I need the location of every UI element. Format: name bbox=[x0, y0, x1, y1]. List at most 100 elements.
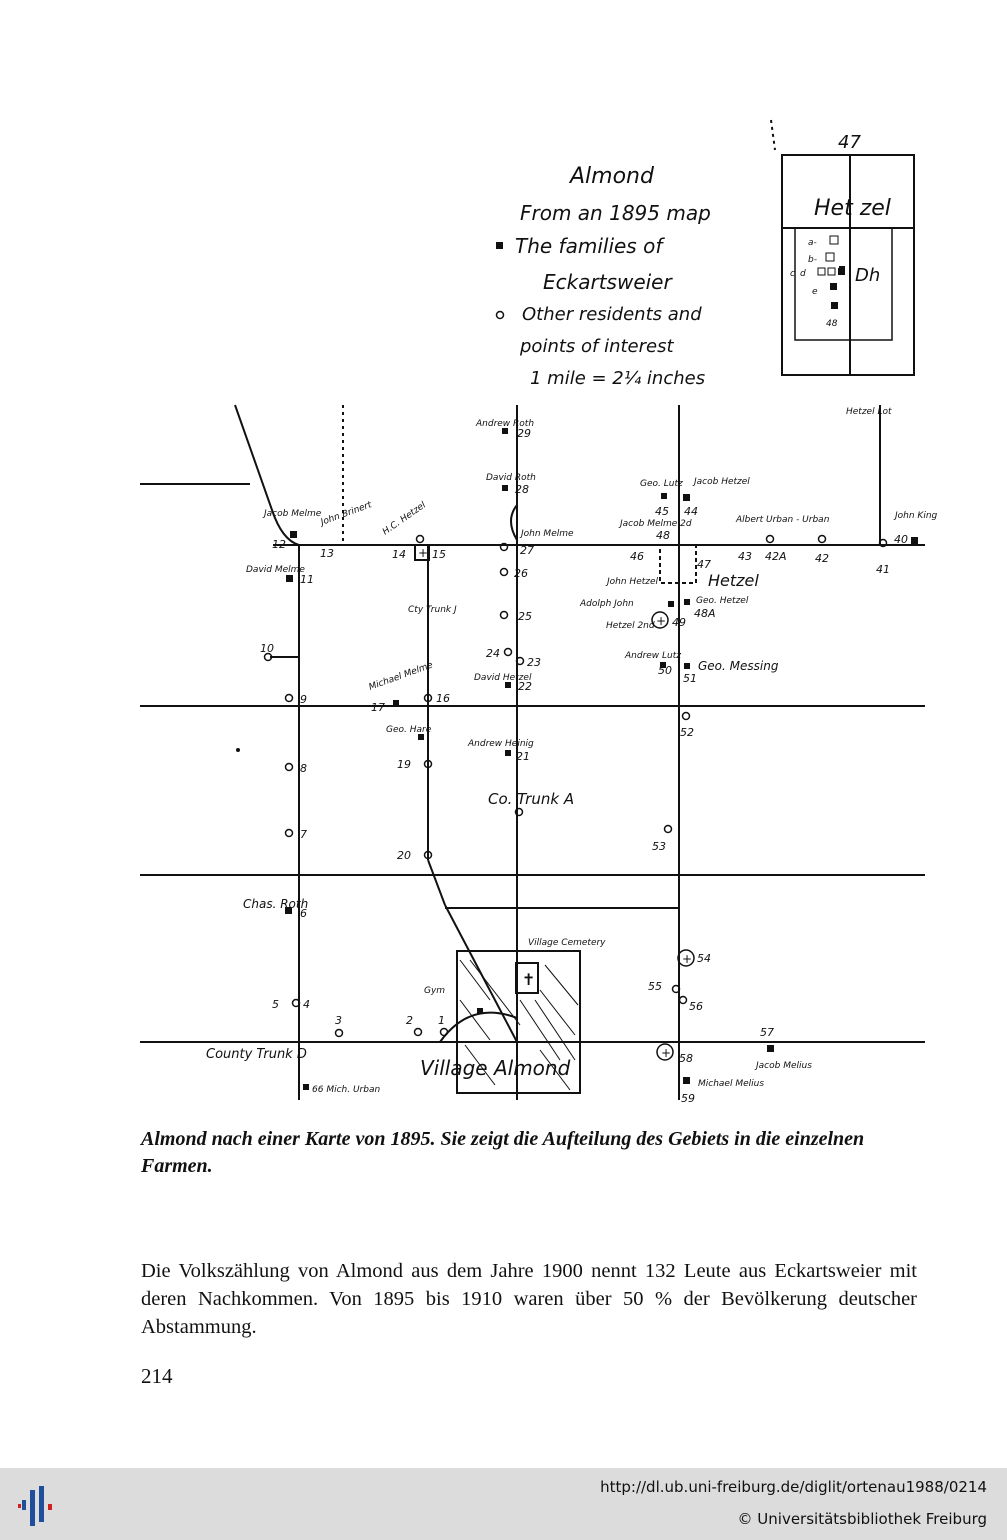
label-geo-hetzel: Geo. Hetzel bbox=[696, 596, 749, 606]
label-hc-hetzel: H.C. Hetzel bbox=[381, 500, 428, 537]
plot-number: 55 bbox=[648, 980, 662, 993]
label-village-almond: Village Almond bbox=[420, 1056, 571, 1080]
label-hetzel-lot: Hetzel Lot bbox=[846, 407, 892, 417]
plot-number: 15 bbox=[432, 548, 446, 561]
label-cty-trunk-j: Cty Trunk J bbox=[408, 605, 457, 615]
legend-other: Other residents and bbox=[522, 304, 702, 325]
footer-bar: http://dl.ub.uni-freiburg.de/diglit/orte… bbox=[0, 1468, 1007, 1540]
label-co-trunk-a: Co. Trunk A bbox=[488, 790, 574, 808]
plot-number: 49 bbox=[672, 616, 686, 629]
label-county-trunk-d: County Trunk D bbox=[206, 1047, 307, 1062]
inset-dh: Dh bbox=[855, 265, 880, 286]
plot-number: 21 bbox=[516, 750, 530, 763]
label-albert-urban: Albert Urban - Urban bbox=[735, 515, 830, 525]
plot-number: 53 bbox=[652, 840, 666, 853]
label-gym: Gym bbox=[424, 986, 445, 996]
label-michael-melius: Michael Melius bbox=[698, 1079, 764, 1089]
inset-e: e bbox=[812, 287, 818, 297]
plot-number: 47 bbox=[697, 558, 711, 571]
library-logo-icon bbox=[18, 1486, 52, 1526]
inset-c: c bbox=[790, 269, 795, 279]
label-david-roth: David Roth bbox=[486, 473, 536, 483]
plot-number: 57 bbox=[760, 1026, 774, 1039]
label-david-melme: David Melme bbox=[246, 565, 305, 575]
plot-number: 12 bbox=[272, 538, 286, 551]
plot-number: 4 bbox=[303, 998, 310, 1011]
plot-number: 48A bbox=[694, 607, 716, 620]
label-jacob-melius: Jacob Melius bbox=[754, 1061, 812, 1071]
label-geo-lutz: Geo. Lutz bbox=[640, 479, 683, 489]
label-hetzel: Hetzel bbox=[708, 571, 759, 590]
plot-number: 59 bbox=[681, 1092, 695, 1105]
plot-number: 51 bbox=[683, 672, 697, 685]
plot-number: 46 bbox=[630, 550, 644, 563]
label-andrew-heinig: Andrew Heinig bbox=[467, 739, 534, 749]
plot-number: 8 bbox=[300, 762, 307, 775]
label-john-king: John King bbox=[893, 511, 938, 521]
plot-number: 50 bbox=[658, 664, 672, 677]
svg-text:+: + bbox=[682, 952, 692, 966]
plot-number: 9 bbox=[300, 693, 307, 706]
map-figure: 47 Het zel a- b- c d e Dh 48 Almond From… bbox=[140, 119, 938, 1105]
plot-number: 26 bbox=[514, 567, 528, 580]
legend-other-2: points of interest bbox=[519, 336, 674, 357]
label-adolph-john: Adolph John bbox=[579, 599, 634, 609]
plot-number: 58 bbox=[679, 1052, 693, 1065]
body-paragraph: Die Volkszählung von Almond aus dem Jahr… bbox=[141, 1260, 917, 1338]
inset-name: Het zel bbox=[814, 196, 891, 221]
plot-number: 27 bbox=[520, 544, 534, 557]
copyright-text: © Universitätsbibliothek Freiburg bbox=[737, 1510, 987, 1528]
plot-number: 52 bbox=[680, 726, 694, 739]
plot-number: 13 bbox=[320, 547, 334, 560]
legend-families-2: Eckartsweier bbox=[543, 270, 673, 294]
label-jacob-melme-2d: Jacob Melme 2d bbox=[618, 519, 692, 529]
map-scale: 1 mile = 2¼ inches bbox=[530, 368, 705, 389]
svg-text:✝: ✝ bbox=[522, 970, 535, 989]
resident-marker-icon bbox=[495, 310, 505, 320]
plot-number: 23 bbox=[527, 656, 541, 669]
plot-number: 5 bbox=[272, 998, 279, 1011]
label-jacob-melme: Jacob Melme bbox=[262, 509, 322, 519]
plot-number: 42A bbox=[765, 550, 787, 563]
page-number: 214 bbox=[141, 1364, 173, 1388]
map-subtitle: From an 1895 map bbox=[520, 201, 711, 225]
label-geo-messing: Geo. Messing bbox=[698, 659, 779, 673]
plot-number: 44 bbox=[684, 505, 698, 518]
plot-number: 7 bbox=[300, 828, 307, 841]
label-mich-urban: 66 Mich. Urban bbox=[312, 1085, 380, 1095]
plot-number: 24 bbox=[486, 647, 500, 660]
inset-number: 47 bbox=[838, 132, 861, 153]
plot-number: 2 bbox=[406, 1014, 413, 1027]
plot-number: 11 bbox=[300, 573, 314, 586]
svg-text:+: + bbox=[418, 546, 428, 560]
label-michael-melme: Michael Melme bbox=[368, 660, 435, 693]
plot-number: 20 bbox=[397, 849, 411, 862]
plot-number: 19 bbox=[397, 758, 411, 771]
label-john-hetzel: John Hetzel bbox=[605, 577, 659, 587]
plot-number: 6 bbox=[300, 907, 307, 920]
label-village-cemetery: Village Cemetery bbox=[528, 938, 606, 948]
plot-number: 14 bbox=[392, 548, 406, 561]
plot-number: 17 bbox=[371, 701, 385, 714]
svg-text:+: + bbox=[661, 1046, 671, 1060]
label-john-brinert: John Brinert bbox=[318, 500, 374, 528]
plot-number: 28 bbox=[515, 483, 529, 496]
family-marker-icon bbox=[496, 242, 503, 249]
inset-a: a- bbox=[808, 238, 817, 248]
label-david-hetzel: David Hetzel bbox=[474, 673, 532, 683]
plot-number: 41 bbox=[876, 563, 890, 576]
source-link[interactable]: http://dl.ub.uni-freiburg.de/diglit/orte… bbox=[600, 1478, 987, 1496]
inset-48: 48 bbox=[826, 319, 838, 329]
legend-families: The families of bbox=[515, 234, 665, 258]
label-chas-roth: Chas. Roth bbox=[243, 897, 308, 911]
map-title: Almond bbox=[568, 164, 655, 189]
plot-number: 1 bbox=[438, 1014, 445, 1027]
plot-number: 45 bbox=[655, 505, 669, 518]
plot-number: 22 bbox=[518, 680, 532, 693]
inset-b: b- bbox=[808, 255, 817, 265]
label-jacob-hetzel: Jacob Hetzel bbox=[692, 477, 750, 487]
plot-number: 42 bbox=[815, 552, 829, 565]
plot-number: 54 bbox=[697, 952, 711, 965]
label-hetzel-2nd: Hetzel 2nd bbox=[606, 621, 655, 631]
label-andrew-lutz: Andrew Lutz bbox=[624, 651, 681, 661]
